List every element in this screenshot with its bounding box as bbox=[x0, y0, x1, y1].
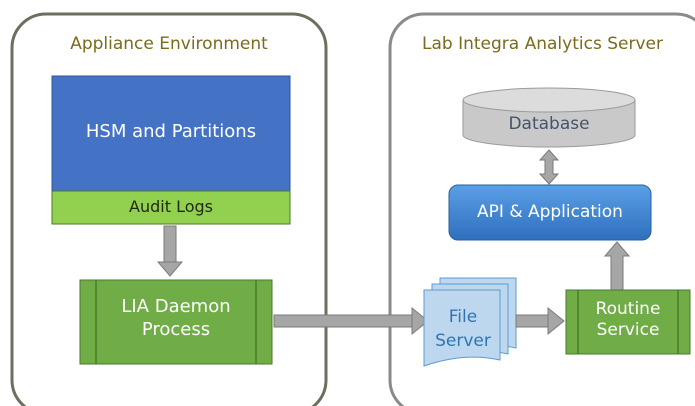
lia-daemon-process-box bbox=[79, 279, 273, 365]
routine-service-box bbox=[565, 289, 691, 355]
file-server-label: File Server bbox=[435, 307, 491, 351]
audit-logs-label: Audit Logs bbox=[129, 197, 213, 216]
appliance-environment-title: Appliance Environment bbox=[70, 34, 268, 54]
arrow-database-api bbox=[538, 149, 560, 185]
api-application-label: API & Application bbox=[477, 202, 623, 222]
routine-service-label: Routine Service bbox=[595, 299, 661, 341]
api-application-box bbox=[448, 184, 652, 241]
database-cylinder bbox=[462, 87, 636, 148]
arrow-daemon-to-file-server bbox=[273, 306, 429, 336]
analytics-server-title: Lab Integra Analytics Server bbox=[422, 34, 663, 54]
arrow-file-to-routine bbox=[515, 306, 565, 336]
hsm-partitions-box bbox=[51, 75, 291, 192]
file-server-documents bbox=[423, 277, 517, 367]
arrow-audit-to-daemon bbox=[156, 225, 184, 277]
hsm-partitions-label: HSM and Partitions bbox=[85, 121, 257, 142]
audit-logs-bar bbox=[51, 190, 291, 225]
lia-daemon-label: LIA Daemon Process bbox=[121, 296, 231, 340]
database-label: Database bbox=[508, 114, 590, 134]
